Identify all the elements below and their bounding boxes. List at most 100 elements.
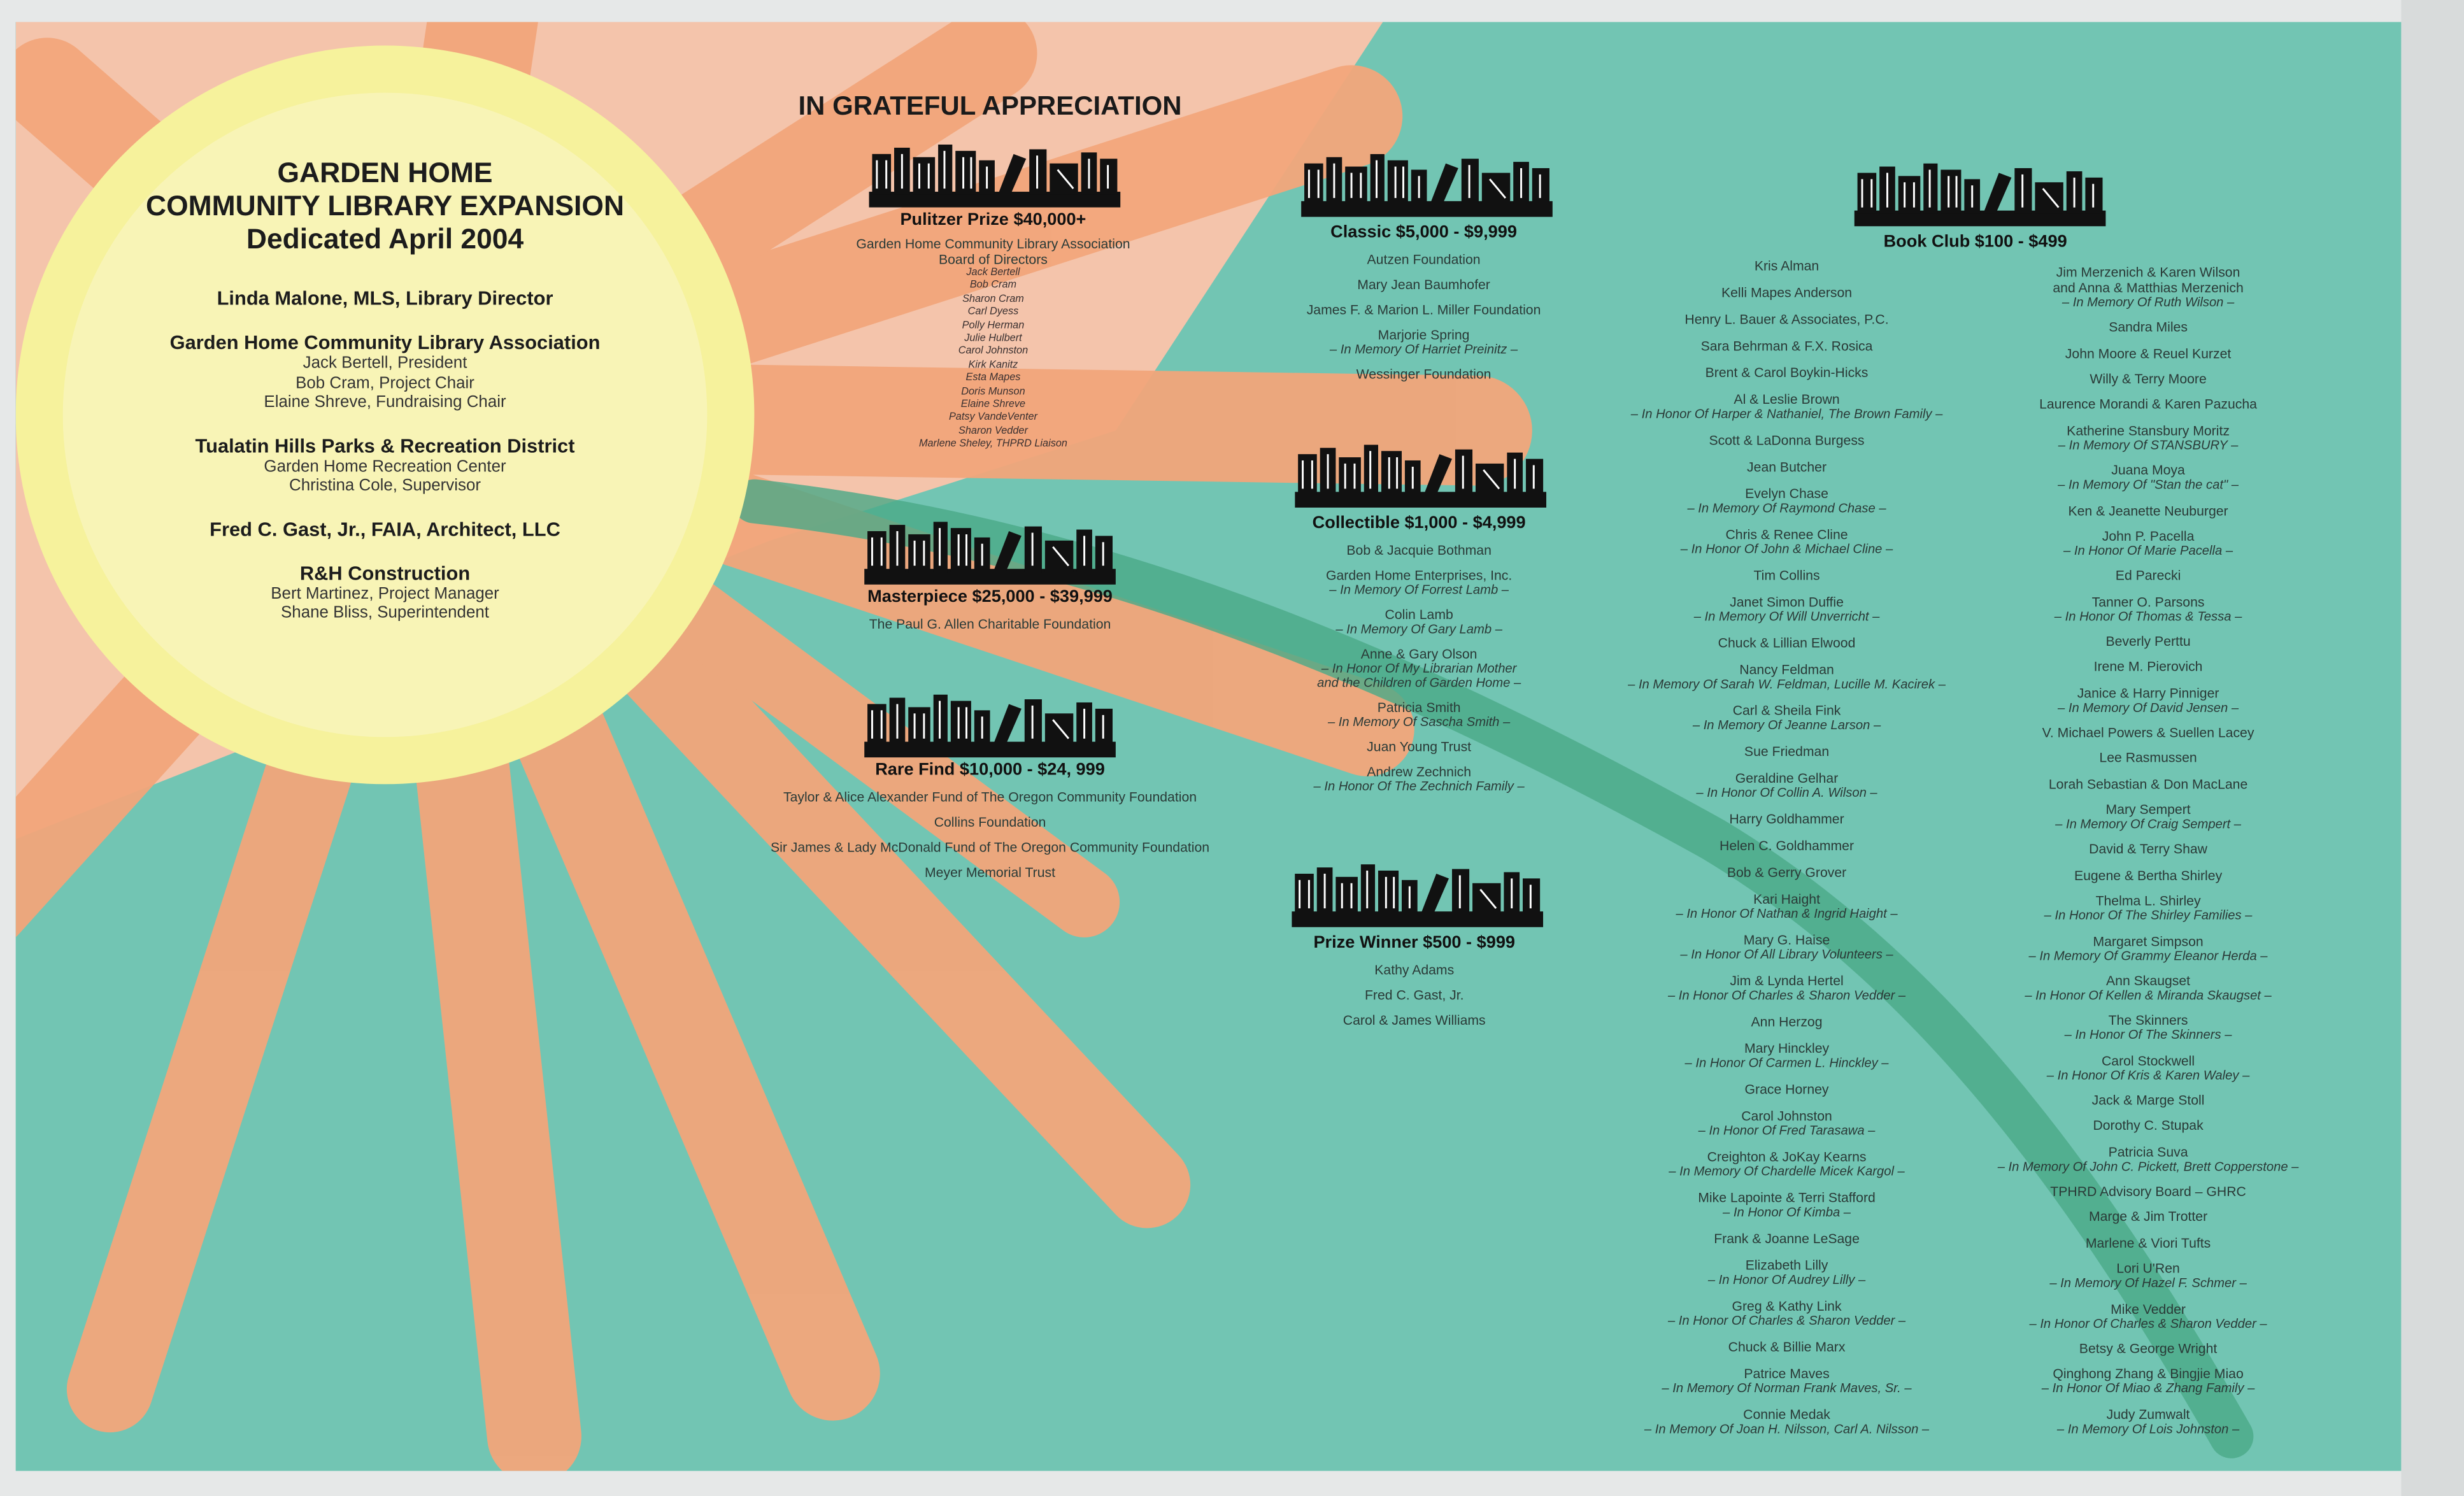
donor-entry: Mike Vedder– In Honor Of Charles & Sharo… <box>1912 1300 2384 1330</box>
donor-entry: Carol Johnston– In Honor Of Fred Tarasaw… <box>1551 1108 2022 1138</box>
donor-entry: Mary Hinckley– In Honor Of Carmen L. Hin… <box>1551 1040 2022 1070</box>
donor-name: Tanner O. Parsons <box>2091 593 2205 609</box>
donor-name: Carol Johnston <box>1741 1108 1832 1124</box>
donor-name: Patricia Smith <box>1377 699 1461 715</box>
dedication-note: – In Honor Of Kris & Karen Waley – <box>2046 1067 2250 1083</box>
donor-name: Taylor & Alice Alexander Fund of The Ore… <box>783 788 1197 805</box>
donor-name: Sue Friedman <box>1744 743 1830 759</box>
board-member: Sharon Cram <box>962 293 1024 305</box>
donor-entry: Lorah Sebastian & Don MacLane <box>1912 776 2384 792</box>
donor-name: Carl & Sheila Fink <box>1732 702 1841 718</box>
library-director: Linda Malone, MLS, Library Director <box>217 287 553 310</box>
construction-line: Shane Bliss, Superintendent <box>281 603 490 623</box>
board-member: Sharon Vedder <box>958 425 1028 437</box>
donor-name: Autzen Foundation <box>1367 251 1481 267</box>
donor-name: Bob & Gerry Grover <box>1727 864 1847 880</box>
books-icon <box>864 694 1116 758</box>
donor-name: Helen C. Goldhammer <box>1720 837 1855 853</box>
masterpiece-title: Masterpiece $25,000 - $39,999 <box>867 587 1113 607</box>
donor-entry: Kari Haight– In Honor Of Nathan & Ingrid… <box>1551 891 2022 921</box>
donor-name: Grace Horney <box>1744 1081 1829 1097</box>
donor-name: Chuck & Billie Marx <box>1728 1339 1846 1355</box>
dedication-note: – In Honor Of The Shirley Families – <box>2044 908 2253 923</box>
dedication-note: – In Memory Of Hazel F. Schmer – <box>2049 1276 2247 1291</box>
donor-entry: Juana Moya– In Memory Of "Stan the cat" … <box>1912 462 2384 492</box>
donor-name: Lorah Sebastian & Don MacLane <box>2048 776 2248 792</box>
masterpiece-section: Masterpiece $25,000 - $39,999 The Paul G… <box>676 588 1304 632</box>
donor-name: Kari Haight <box>1753 891 1820 907</box>
donor-entry: Mary G. Haise– In Honor Of All Library V… <box>1551 932 2022 962</box>
dedication-note: and the Children of Garden Home – <box>1317 676 1521 690</box>
dedication-note: – In Memory Of STANSBURY – <box>2058 438 2239 453</box>
donor-entry: Ann Skaugset– In Honor Of Kellen & Miran… <box>1912 972 2384 1002</box>
donor-entry: Sara Behrman & F.X. Rosica <box>1551 338 2022 354</box>
donor-entry: Sandra Miles <box>1912 320 2384 336</box>
donor-name: Meyer Memorial Trust <box>925 864 1056 880</box>
pulitzer-board: Board of Directors <box>938 251 1048 267</box>
donor-name: Juan Young Trust <box>1367 738 1472 755</box>
dedication-note: – In Honor Of Thomas & Tessa – <box>2054 609 2242 623</box>
donor-name: V. Michael Powers & Suellen Lacey <box>2042 724 2254 741</box>
construction-line: Bert Martinez, Project Manager <box>271 583 499 603</box>
donor-name: Geraldine Gelhar <box>1735 770 1839 786</box>
donor-name: Mary Hinckley <box>1744 1040 1830 1057</box>
dedication-note: – In Memory Of Grammy Eleanor Herda – <box>2028 948 2268 963</box>
dedication-note: – In Memory Of "Stan the cat" – <box>2058 478 2239 492</box>
donor-name: Jean Butcher <box>1747 459 1827 475</box>
books-icon <box>1854 163 2106 227</box>
dedication-note: – In Honor Of Marie Pacella – <box>2063 543 2233 558</box>
donor-name: Lori U'Ren <box>2116 1260 2180 1276</box>
wall-edge <box>2401 0 2464 1496</box>
donor-name: Kelli Mapes Anderson <box>1721 284 1853 301</box>
donor-entry: Marjorie Spring– In Memory Of Harriet Pr… <box>1188 327 1659 357</box>
dedication-note: – In Honor Of Kellen & Miranda Skaugset … <box>2025 988 2272 1003</box>
dedication-note: – In Memory Of John C. Pickett, Brett Co… <box>1997 1159 2299 1174</box>
dedication-note: – In Memory Of Harriet Preinitz – <box>1329 342 1518 357</box>
donor-name: Ann Herzog <box>1751 1013 1823 1030</box>
books-icon <box>1292 864 1544 927</box>
dedication-note: – In Memory Of Raymond Chase – <box>1687 501 1886 516</box>
donor-name: Creighton & JoKay Kearns <box>1707 1148 1867 1165</box>
donor-entry: Mike Lapointe & Terri Stafford– In Honor… <box>1551 1190 2022 1220</box>
donor-entry: James F. & Marion L. Miller Foundation <box>1188 302 1659 318</box>
donor-entry: Lori U'Ren– In Memory Of Hazel F. Schmer… <box>1912 1260 2384 1290</box>
board-member: Carol Johnston <box>958 346 1029 358</box>
donor-name: Frank & Joanne LeSage <box>1714 1230 1860 1246</box>
dedication-note: – In Honor Of Audrey Lilly – <box>1707 1272 1866 1287</box>
donor-entry: Patricia Suva– In Memory Of John C. Pick… <box>1912 1144 2384 1174</box>
dedication-note: – In Memory Of Sarah W. Feldman, Lucille… <box>1628 677 1946 692</box>
donor-name: Wessinger Foundation <box>1356 366 1492 382</box>
dedication-note: – In Memory Of Ruth Wilson – <box>2062 295 2235 310</box>
donor-entry: Fred C. Gast, Jr. <box>1179 987 1650 1003</box>
dedication-note: – In Honor Of Fred Tarasawa – <box>1698 1123 1876 1138</box>
donor-name: Garden Home Enterprises, Inc. <box>1325 567 1513 583</box>
dedication-note: – In Memory Of Lois Johnston – <box>2056 1421 2240 1436</box>
dedication-note: – In Memory Of Sascha Smith – <box>1327 715 1511 729</box>
district-heading: Tualatin Hills Parks & Recreation Distri… <box>195 434 575 457</box>
collectible-section: Collectible $1,000 - $4,999 Bob & Jacqui… <box>1183 514 1655 794</box>
donor-entry: Sir James & Lady McDonald Fund of The Or… <box>676 839 1304 855</box>
prize-winner-title: Prize Winner $500 - $999 <box>1313 933 1516 953</box>
donor-entry: Ann Herzog <box>1551 1014 2022 1030</box>
donor-entry: Harry Goldhammer <box>1551 811 2022 827</box>
dedication-title-1: GARDEN HOME <box>277 157 493 189</box>
donor-entry: Ken & Jeanette Neuburger <box>1912 502 2384 518</box>
book-club-title-text: Book Club $100 - $499 <box>1883 232 2067 252</box>
dedication-note: – In Memory Of David Jensen – <box>2057 700 2239 715</box>
donor-name: Carol & James Williams <box>1342 1012 1486 1028</box>
donor-entry: Bob & Gerry Grover <box>1551 864 2022 880</box>
donor-name: Mike Lapointe & Terri Stafford <box>1698 1189 1876 1206</box>
donor-entry: Collins Foundation <box>676 814 1304 830</box>
donor-entry: Scott & LaDonna Burgess <box>1551 432 2022 448</box>
donor-entry: Geraldine Gelhar– In Honor Of Collin A. … <box>1551 770 2022 800</box>
donor-name: Elizabeth Lilly <box>1745 1257 1828 1273</box>
dedication-note: – In Honor Of Kimba – <box>1723 1205 1851 1220</box>
donor-entry: Carol Stockwell– In Honor Of Kris & Kare… <box>1912 1052 2384 1082</box>
dedication-note: – In Honor Of Miao & Zhang Family – <box>2041 1381 2255 1396</box>
dedication-note: – In Honor Of The Zechnich Family – <box>1313 779 1525 794</box>
donor-entry: Jim & Lynda Hertel– In Honor Of Charles … <box>1551 972 2022 1002</box>
architect: Fred C. Gast, Jr., FAIA, Architect, LLC <box>210 518 560 540</box>
dedication-note: – In Memory Of Jeanne Larson – <box>1692 718 1881 732</box>
